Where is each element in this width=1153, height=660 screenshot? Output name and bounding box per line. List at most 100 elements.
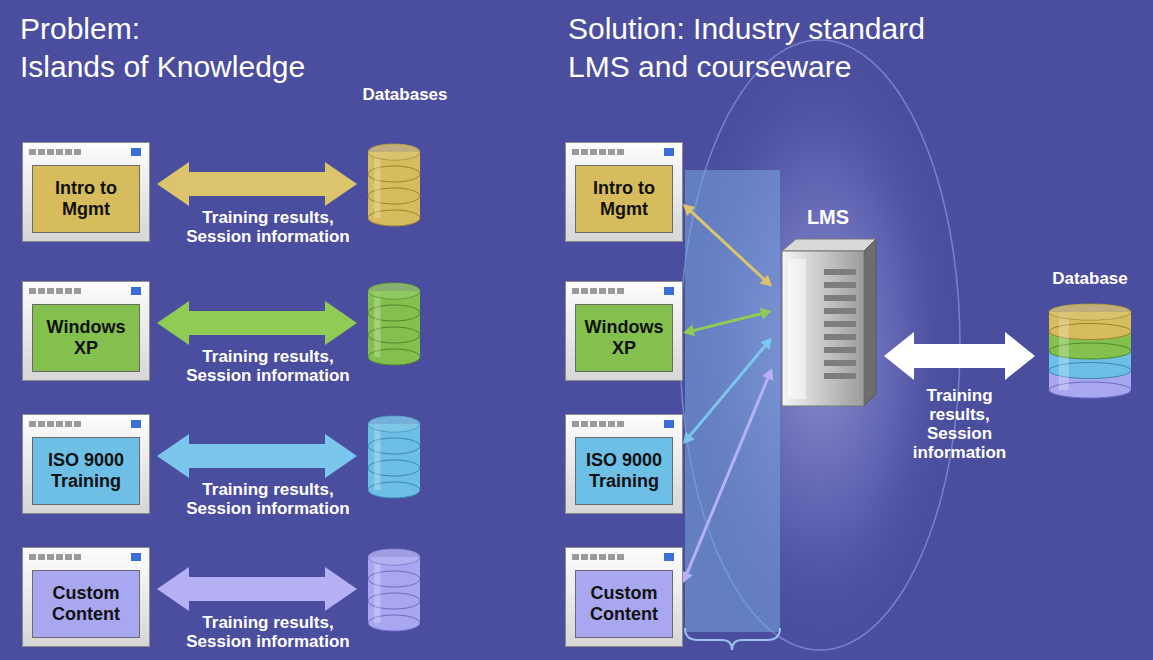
course-name: Custom Content	[37, 583, 135, 625]
double-arrow	[884, 332, 1035, 380]
title-bar-button	[590, 554, 597, 560]
title-bar-button	[29, 554, 36, 560]
cylinder-top	[368, 549, 420, 565]
text-label: Training results, Session information	[168, 208, 368, 246]
connector	[683, 204, 772, 287]
title-bar-icon	[131, 553, 141, 561]
server-bay	[824, 295, 856, 301]
title-bar-button	[38, 421, 45, 427]
arrow-head	[683, 204, 695, 216]
title-bar-button	[38, 288, 45, 294]
title-bar-button	[608, 421, 615, 427]
course-panel: Windows XP	[32, 304, 140, 372]
server-bay	[824, 269, 856, 275]
title-bar	[572, 148, 676, 158]
title-bar-button	[590, 149, 597, 155]
slide-heading: Problem: Islands of Knowledge	[20, 10, 540, 86]
course-window: Intro to Mgmt	[565, 142, 683, 242]
title-bar-button	[29, 421, 36, 427]
course-name: Windows XP	[580, 317, 668, 359]
title-bar-button	[617, 149, 624, 155]
cylinder-top	[368, 416, 420, 432]
title-bar-button	[74, 149, 81, 155]
server-front	[782, 251, 864, 406]
course-panel: Intro to Mgmt	[32, 165, 140, 233]
title-bar-button	[599, 288, 606, 294]
text-label: Training results, Session information	[168, 347, 368, 385]
course-panel: ISO 9000 Training	[32, 437, 140, 505]
title-bar-button	[38, 149, 45, 155]
double-arrow	[157, 567, 357, 611]
database-icon	[1035, 290, 1145, 402]
title-bar-icon	[131, 287, 141, 295]
double-arrow	[157, 434, 357, 478]
title-bar-button	[56, 288, 63, 294]
double-arrow	[157, 162, 357, 206]
title-bar-button	[56, 554, 63, 560]
title-bar-icon	[131, 420, 141, 428]
slide-heading: Solution: Industry standard LMS and cour…	[568, 10, 988, 86]
double-arrow	[157, 301, 357, 345]
title-bar-button	[617, 554, 624, 560]
title-bar-button	[38, 554, 45, 560]
text-label: Databases	[340, 85, 470, 104]
server-bay	[824, 321, 856, 327]
title-bar-icon	[131, 148, 141, 156]
arrow-head	[760, 275, 772, 287]
course-name: ISO 9000 Training	[580, 450, 668, 492]
title-bar-icon	[664, 420, 674, 428]
title-bar-button	[590, 421, 597, 427]
course-name: Windows XP	[37, 317, 135, 359]
title-bar-button	[572, 554, 579, 560]
connector	[683, 308, 772, 336]
title-bar-button	[56, 421, 63, 427]
title-bar-button	[47, 421, 54, 427]
title-bar	[29, 287, 143, 297]
cylinder-top-fill	[368, 283, 420, 299]
title-bar-button	[29, 149, 36, 155]
node-caption: LMS	[772, 205, 884, 229]
title-bar-button	[65, 288, 72, 294]
title-bar	[29, 553, 143, 563]
course-panel: Custom Content	[32, 570, 140, 638]
title-bar-button	[74, 421, 81, 427]
arrow-head	[682, 571, 693, 583]
title-bar	[572, 420, 676, 430]
course-window: Custom Content	[22, 547, 150, 647]
course-panel: Custom Content	[575, 570, 673, 638]
cylinder-sheen	[374, 557, 380, 623]
server-icon	[772, 229, 884, 409]
server-top	[782, 239, 876, 251]
connector	[682, 368, 774, 583]
title-bar-button	[74, 554, 81, 560]
title-bar-button	[29, 288, 36, 294]
title-bar-button	[617, 288, 624, 294]
course-panel: Windows XP	[575, 304, 673, 372]
server-bay	[824, 334, 856, 340]
connector	[884, 332, 1035, 380]
server-bay	[824, 347, 856, 353]
course-name: Intro to Mgmt	[37, 178, 135, 220]
server-door	[788, 259, 806, 399]
title-bar-button	[47, 288, 54, 294]
connector-line	[689, 345, 766, 438]
title-bar-button	[608, 554, 615, 560]
title-bar-button	[56, 149, 63, 155]
title-bar-button	[581, 421, 588, 427]
course-band	[685, 170, 780, 632]
course-window: Custom Content	[565, 547, 683, 647]
cylinder-top-fill	[368, 144, 420, 160]
title-bar-button	[599, 554, 606, 560]
node-caption: Database	[1035, 268, 1145, 290]
arrow-head	[683, 432, 695, 444]
connector-line	[692, 313, 764, 331]
course-window: ISO 9000 Training	[22, 414, 150, 514]
server-bay	[824, 282, 856, 288]
title-bar-button	[599, 421, 606, 427]
title-bar-button	[590, 288, 597, 294]
title-bar-icon	[664, 148, 674, 156]
title-bar-button	[581, 149, 588, 155]
text-label: Training results, Session information	[168, 613, 368, 651]
title-bar-icon	[664, 287, 674, 295]
lms-server: LMS	[772, 205, 884, 409]
